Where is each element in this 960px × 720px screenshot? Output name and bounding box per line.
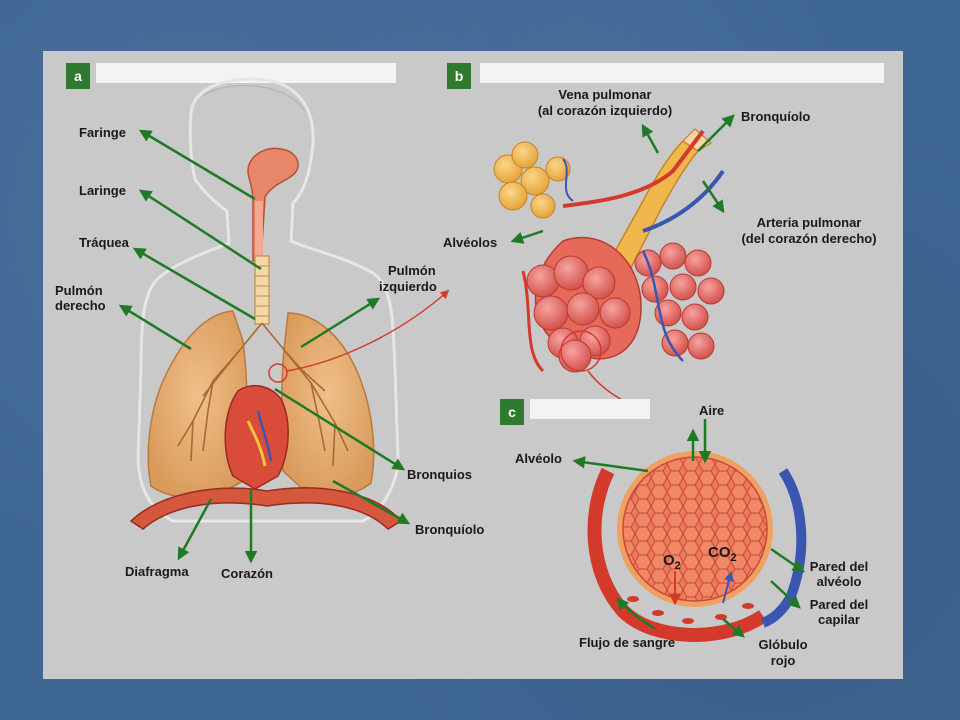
label-pulmon-derecho-1: Pulmón: [55, 283, 103, 298]
label-aire: Aire: [699, 403, 724, 418]
label-pared-capilar-2: capilar: [818, 612, 860, 627]
label-bronquiolo-a: Bronquíolo: [415, 522, 484, 537]
red-blood-cells: [627, 596, 754, 624]
larynx: [255, 201, 263, 256]
left-lung: [280, 312, 375, 497]
label-arteria-pulmonar-2: (del corazón derecho): [741, 231, 876, 246]
alveoli-cluster-red: [526, 236, 642, 373]
panel-c-leaders: [572, 419, 806, 638]
label-bronquiolo-b: Bronquíolo: [741, 109, 810, 124]
panel-a: a: [55, 63, 484, 581]
capillary-red: [521, 270, 545, 373]
zoom-circle-b: [560, 330, 602, 372]
label-flujo-sangre: Flujo de sangre: [579, 635, 675, 650]
label-laringe: Laringe: [79, 183, 126, 198]
label-vena-pulmonar-2: (al corazón izquierdo): [538, 103, 672, 118]
panel-a-badge: [66, 63, 90, 89]
label-faringe: Faringe: [79, 125, 126, 140]
alveolus-sphere: [622, 456, 768, 602]
label-vena-pulmonar-1: Vena pulmonar: [558, 87, 651, 102]
panel-a-header-bar: [96, 63, 396, 83]
label-arteria-pulmonar-1: Arteria pulmonar: [757, 215, 862, 230]
panel-b-leaders: [510, 114, 735, 244]
label-diafragma: Diafragma: [125, 564, 189, 579]
label-traquea: Tráquea: [79, 235, 130, 250]
pulmonary-vein-vessel: [562, 129, 705, 208]
capillary-outer-red: [587, 467, 767, 642]
panel-c-header-bar: [530, 399, 650, 419]
trachea-rings: [255, 265, 269, 317]
label-alveolo: Alvéolo: [515, 451, 562, 466]
panel-a-leaders: [118, 129, 411, 564]
heart-vessel-blue: [256, 410, 273, 462]
panel-b-badge: [447, 63, 471, 89]
capillary-outer-blue: [760, 468, 807, 628]
co2-arrow: [722, 571, 734, 604]
panel-c: c Aire Alvéolo: [500, 399, 868, 668]
pulmonary-artery-vessel: [642, 169, 725, 233]
zoom-circle-a: [268, 363, 288, 383]
label-co2: CO2: [708, 544, 737, 564]
head-contour: [202, 84, 306, 112]
capillary-blue: [641, 250, 684, 362]
label-pulmon-izquierdo-1: Pulmón: [388, 263, 436, 278]
zoom-arrow-a-to-b: [286, 289, 450, 372]
label-globulo-1: Glóbulo: [758, 637, 807, 652]
panel-b-header-bar: [480, 63, 884, 83]
label-pulmon-derecho-2: derecho: [55, 298, 106, 313]
heart-vessel-yellow: [246, 420, 267, 467]
panel-b: b: [443, 63, 884, 412]
label-pared-alveolo-1: Pared del: [810, 559, 869, 574]
respiratory-system-diagram: a: [55, 63, 884, 668]
label-pared-alveolo-2: alvéolo: [817, 574, 862, 589]
diagram-panel: a: [43, 51, 903, 679]
label-pulmon-izquierdo-2: izquierdo: [379, 279, 437, 294]
label-pared-capilar-1: Pared del: [810, 597, 869, 612]
label-alveolos: Alvéolos: [443, 235, 497, 250]
label-o2: O2: [663, 552, 681, 572]
body-outline: [136, 77, 400, 523]
label-globulo-2: rojo: [771, 653, 796, 668]
panel-a-letter: a: [74, 68, 82, 84]
panel-c-letter: c: [508, 404, 516, 420]
panel-c-badge: [500, 399, 524, 425]
label-bronquios: Bronquios: [407, 467, 472, 482]
panel-b-letter: b: [455, 68, 464, 84]
bronchial-tree: [177, 322, 349, 467]
alveoli-cluster-yellow: [493, 141, 571, 219]
capillary-blue-2: [562, 158, 574, 202]
label-corazon: Corazón: [221, 566, 273, 581]
